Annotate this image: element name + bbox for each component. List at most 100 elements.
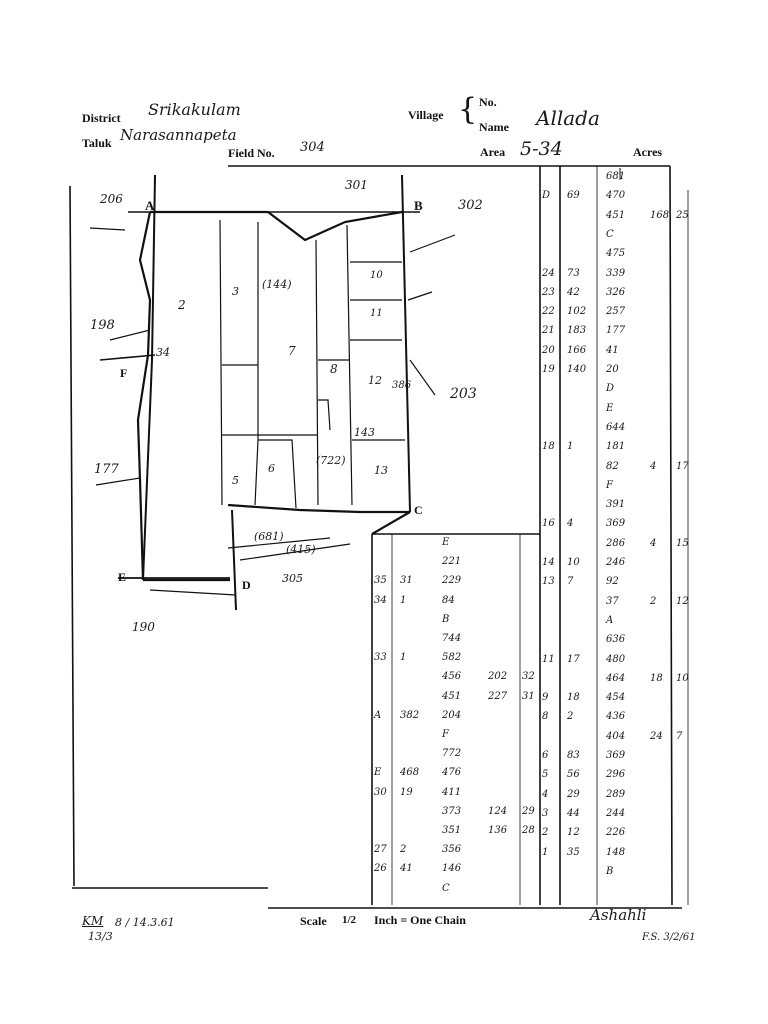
subdiv-10-label: 10 (370, 270, 383, 281)
nb-177-label: 177 (94, 462, 119, 477)
field-book-cell: 369 (606, 518, 626, 530)
area-value: 5-34 (520, 138, 563, 160)
field-book-cell: 42 (567, 286, 580, 298)
field-book-cell: E (442, 537, 450, 548)
field-book-cell: 16 (542, 518, 555, 530)
field-book-cell: 166 (567, 344, 587, 356)
point-e-label: E (118, 570, 127, 584)
fb-divider-4 (669, 165, 673, 906)
field-book-cell: 636 (606, 634, 626, 646)
field-book-cell: 168 (650, 209, 670, 221)
field-book-cell: 41 (606, 344, 619, 356)
field-book-cell: 13 (542, 576, 555, 588)
subdiv-3-label: 3 (232, 285, 239, 298)
nb-305-label: 305 (282, 572, 303, 585)
field-book-cell: 204 (442, 709, 462, 721)
field-book-cell: 2 (542, 827, 549, 839)
field-book-cell: 22 (542, 306, 555, 318)
field-book-cell: 31 (400, 575, 413, 587)
field-book-cell: 468 (400, 767, 420, 779)
field-book-cell: 464 (606, 672, 626, 684)
field-book-cell: 744 (442, 633, 462, 644)
left-border (69, 185, 75, 887)
field-book-cell: 29 (522, 805, 535, 817)
field-book-cell: 1 (400, 594, 407, 606)
field-book-cell: 10 (567, 557, 580, 568)
field-book-cell: 140 (567, 364, 587, 375)
subdiv-6-label: 6 (268, 462, 275, 475)
field-book-cell: 15 (676, 537, 689, 549)
field-book-cell: D (606, 383, 615, 395)
field-book-cell: 7 (676, 730, 683, 742)
field-book-cell: 411 (442, 786, 462, 798)
field-book-cell: 227 (488, 690, 508, 702)
field-book-cell: 136 (488, 825, 508, 836)
field-book-cell: E (374, 767, 382, 779)
field-book-cell: A (374, 709, 382, 721)
field-book-cell: 289 (606, 788, 626, 800)
field-book-cell: 286 (606, 537, 626, 549)
field-book-cell: 83 (567, 750, 580, 761)
subdiv-2-label: 2 (178, 298, 186, 312)
nb-206-label: 206 (100, 192, 123, 206)
field-book-cell: 382 (400, 709, 420, 721)
field-book-cell: 476 (442, 767, 462, 779)
field-book-cell: 2 (567, 711, 574, 723)
subdiv-7-label: 7 (288, 344, 296, 358)
field-book-cell: 25 (676, 209, 689, 221)
subdiv-11-label: 11 (370, 308, 383, 319)
field-book-cell: 475 (606, 248, 626, 260)
field-book-cell: 18 (567, 692, 580, 704)
subdiv-5-label: 5 (232, 474, 239, 487)
field-book-cell: 582 (442, 652, 462, 664)
field-book-cell: 11 (542, 653, 555, 665)
field-book-cell: 84 (442, 594, 455, 606)
field-book-cell: 6 (542, 750, 549, 761)
field-book-cell: 14 (542, 557, 555, 568)
field-book-cell: 17 (567, 653, 580, 665)
point-f-label: F (120, 366, 128, 380)
field-book-cell: 28 (522, 825, 535, 836)
field-book-cell: 1 (542, 846, 549, 858)
field-book-cell: 4 (542, 788, 549, 800)
dist-415-label: (415) (286, 543, 316, 556)
field-book-cell: 202 (488, 671, 508, 683)
field-book-cell: 102 (567, 306, 587, 318)
field-book-cell: 644 (606, 421, 626, 433)
district-label: District (82, 111, 121, 125)
date-left: 13/3 (88, 930, 113, 943)
subdiv-8-label: 8 (330, 362, 338, 376)
village-name-label: Name (479, 120, 509, 134)
field-book-cell: E (606, 402, 614, 414)
field-book-cell: 30 (374, 786, 387, 798)
field-book-cell: 10 (676, 672, 689, 684)
village-name-value: Allada (536, 106, 600, 130)
field-book-cell: 2 (400, 844, 407, 856)
field-book-cell: 451 (442, 690, 462, 702)
initials-left: KM (82, 914, 104, 928)
field-book-cell: 44 (567, 807, 580, 819)
village-no-label: No. (479, 95, 497, 109)
field-book-cell: 369 (606, 750, 626, 761)
field-book-cell: 391 (606, 499, 626, 511)
value-34-label: 34 (156, 346, 170, 359)
brace-icon: { (458, 92, 478, 127)
field-book-cell: 20 (542, 344, 555, 356)
field-book-cell: 41 (400, 863, 413, 875)
field-book-cell: 339 (606, 267, 626, 279)
field-book-cell: 92 (606, 576, 619, 588)
field-book-cell: 33 (374, 652, 387, 664)
field-book-cell: 35 (567, 846, 580, 858)
field-book-cell: 4 (650, 537, 657, 549)
taluk-value: Narasannapeta (120, 126, 237, 144)
field-book-cell: 146 (442, 863, 462, 875)
taluk-label: Taluk (82, 136, 112, 150)
area-label: Area (480, 145, 506, 159)
field-book-cell: 24 (650, 730, 663, 742)
field-book-cell: 19 (542, 364, 555, 375)
field-book-cell: 32 (522, 671, 535, 683)
acres-label: Acres (633, 145, 663, 159)
field-book-cell: 436 (606, 711, 626, 723)
field-book-cell: 246 (606, 557, 626, 568)
field-book-cell: 480 (606, 653, 626, 665)
